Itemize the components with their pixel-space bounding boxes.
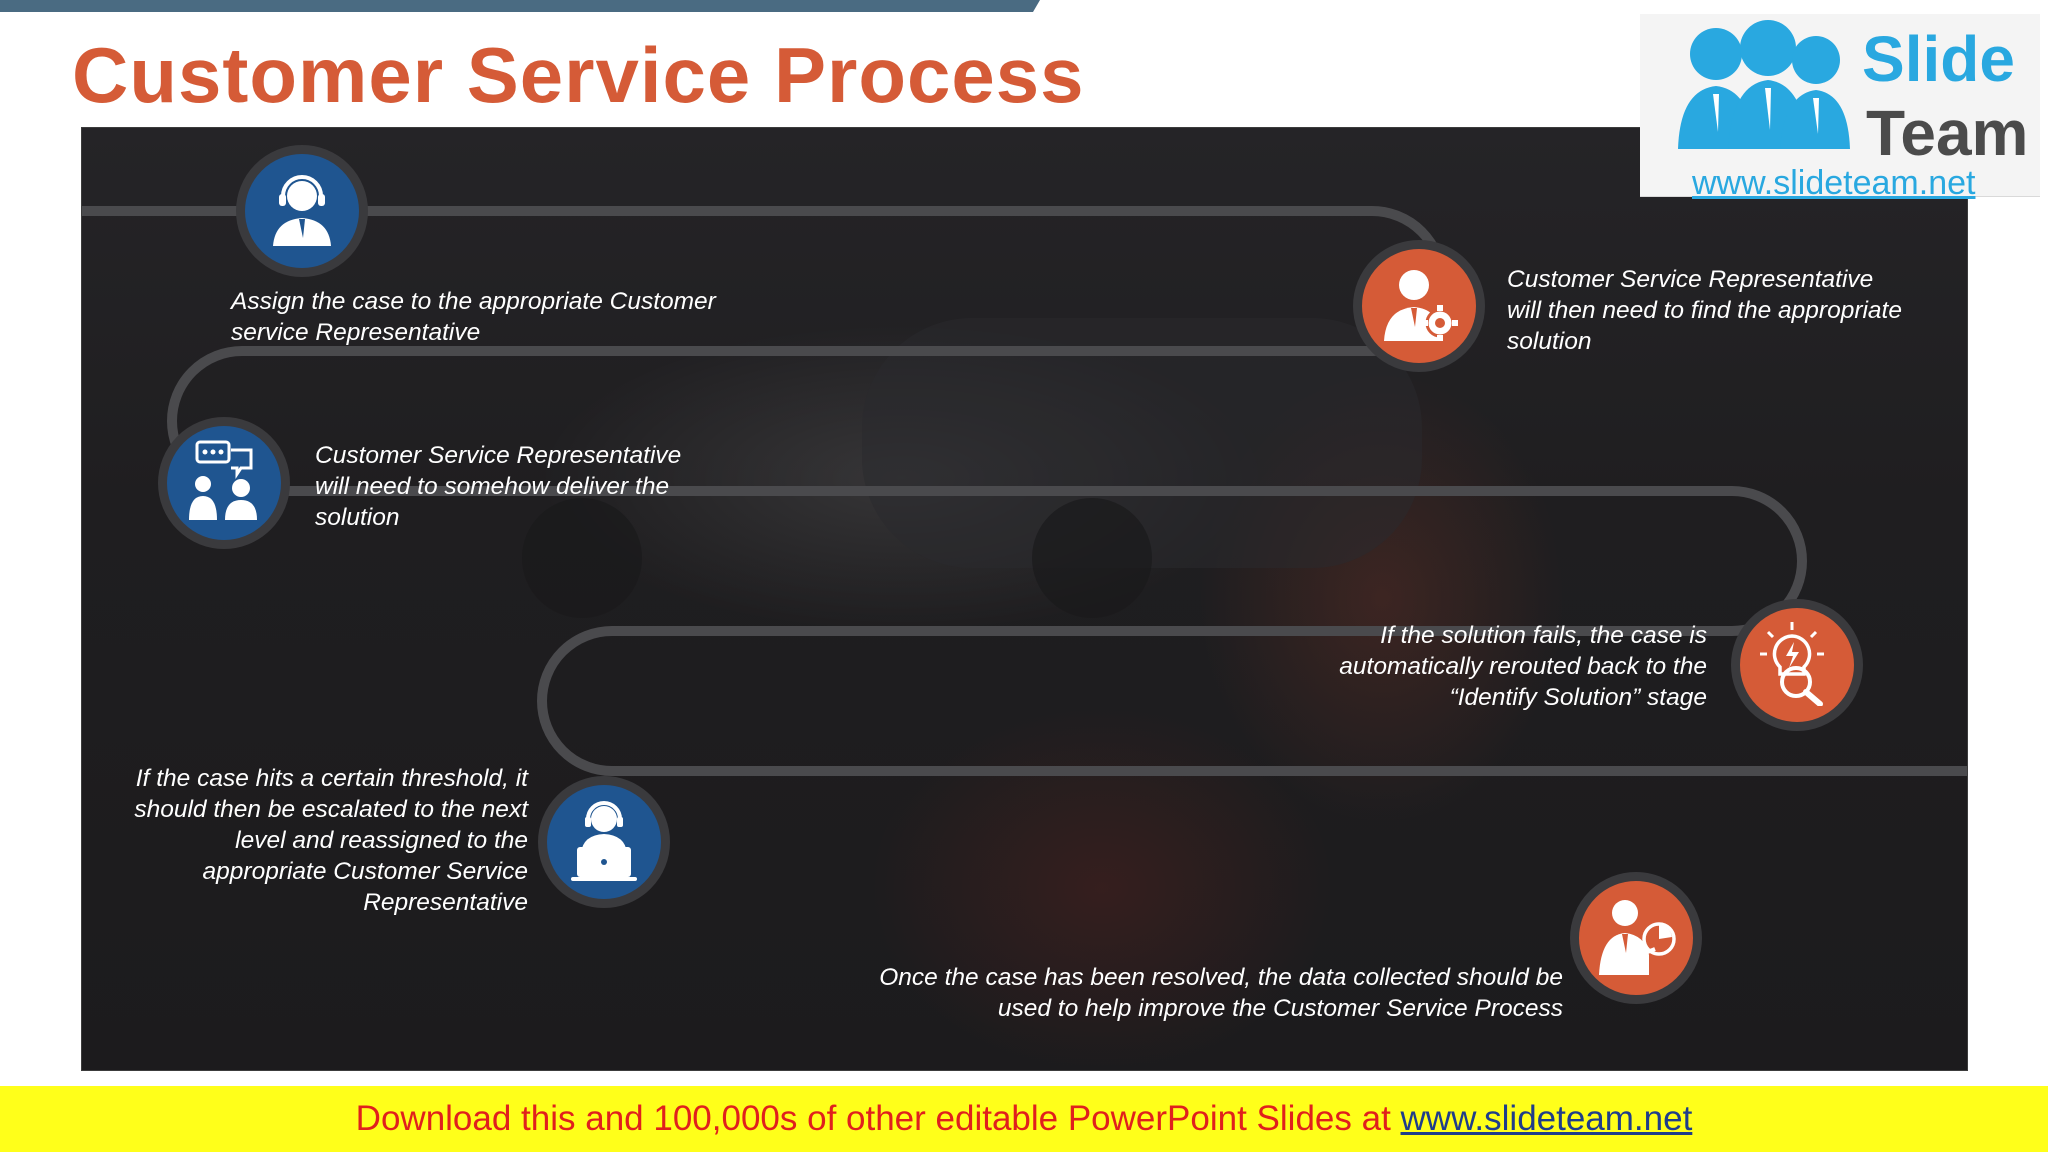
download-banner-link[interactable]: www.slideteam.net bbox=[1400, 1099, 1693, 1138]
step-3-line-2: will need to somehow deliver the bbox=[315, 473, 670, 500]
step-1-line-2: service Representative bbox=[231, 319, 481, 346]
step-6-line-1: Once the case has been resolved, the dat… bbox=[879, 964, 1563, 991]
step-2-line-1: Customer Service Representative bbox=[1507, 266, 1874, 293]
step-2-text: Customer Service Representative will the… bbox=[1507, 264, 1902, 357]
step-1-text: Assign the case to the appropriate Custo… bbox=[231, 286, 716, 348]
step-5-line-5: Representative bbox=[363, 889, 528, 916]
step-4-text: If the solution fails, the case is autom… bbox=[1200, 620, 1707, 713]
support-laptop-icon bbox=[561, 797, 647, 888]
headset-agent-icon bbox=[259, 166, 345, 257]
road-path-graphic bbox=[82, 206, 1967, 776]
step-6-icon-circle bbox=[1570, 872, 1702, 1004]
chat-people-icon bbox=[179, 436, 269, 531]
download-banner-text: Download this and 100,000s of other edit… bbox=[0, 1086, 2048, 1152]
logo-slide-text: Slide bbox=[1862, 23, 2015, 95]
step-5-line-4: appropriate Customer Service bbox=[202, 858, 528, 885]
step-6-text: Once the case has been resolved, the dat… bbox=[760, 962, 1563, 1024]
download-banner: Download this and 100,000s of other edit… bbox=[0, 1086, 2048, 1152]
download-banner-message: Download this and 100,000s of other edit… bbox=[355, 1099, 1401, 1138]
presenter-chart-icon bbox=[1593, 893, 1679, 984]
step-4-line-3: “Identify Solution” stage bbox=[1449, 684, 1707, 711]
step-4-icon-circle bbox=[1731, 599, 1863, 731]
logo-url-link[interactable]: www.slideteam.net bbox=[1692, 164, 1976, 202]
step-3-text: Customer Service Representative will nee… bbox=[315, 440, 681, 533]
step-5-line-1: If the case hits a certain threshold, it bbox=[135, 765, 528, 792]
slide-title: Customer Service Process bbox=[72, 31, 1085, 119]
step-3-line-3: solution bbox=[315, 504, 400, 531]
step-3-icon-circle bbox=[158, 417, 290, 549]
step-5-text: If the case hits a certain threshold, it… bbox=[80, 763, 528, 918]
logo-team-text: Team bbox=[1866, 97, 2029, 169]
step-1-icon-circle bbox=[236, 145, 368, 277]
process-panel bbox=[81, 127, 1968, 1071]
businessman-gear-icon bbox=[1376, 261, 1462, 352]
step-4-line-1: If the solution fails, the case is bbox=[1380, 622, 1707, 649]
lightbulb-search-icon bbox=[1754, 620, 1840, 711]
step-2-icon-circle bbox=[1353, 240, 1485, 372]
top-accent-bar bbox=[0, 0, 1040, 12]
slideteam-logo: Slide Team www.slideteam.net bbox=[1640, 14, 2040, 202]
step-5-icon-circle bbox=[538, 776, 670, 908]
step-3-line-1: Customer Service Representative bbox=[315, 442, 682, 469]
step-6-line-2: used to help improve the Customer Servic… bbox=[997, 995, 1563, 1022]
step-2-line-3: solution bbox=[1507, 328, 1592, 355]
step-4-line-2: automatically rerouted back to the bbox=[1339, 653, 1707, 680]
team-people-icon bbox=[1678, 20, 1850, 149]
step-5-line-3: level and reassigned to the bbox=[235, 827, 528, 854]
step-2-line-2: will then need to find the appropriate bbox=[1507, 297, 1902, 324]
step-5-line-2: should then be escalated to the next bbox=[134, 796, 528, 823]
step-1-line-1: Assign the case to the appropriate Custo… bbox=[231, 288, 716, 315]
